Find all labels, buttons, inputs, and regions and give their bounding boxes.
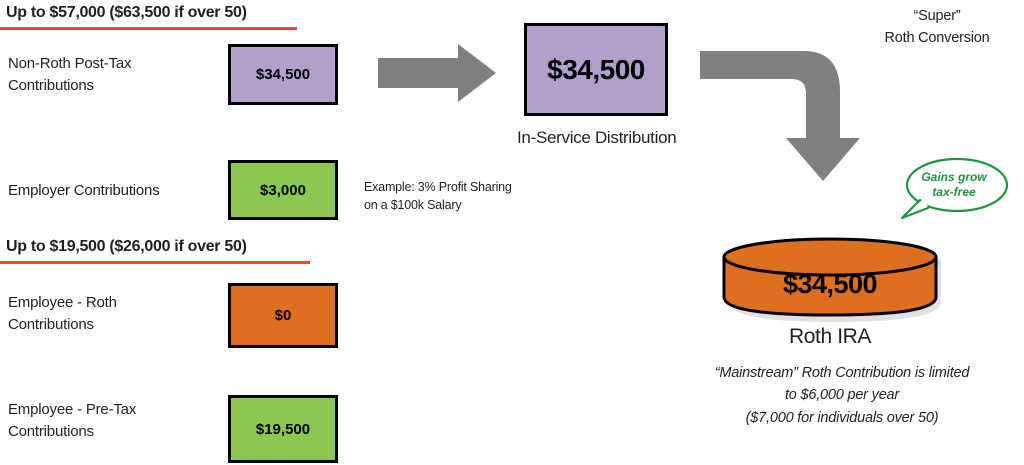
row-label-employee-roth: Employee - Roth Contributions <box>8 292 208 336</box>
arrow-curved-down-icon <box>700 48 860 183</box>
row-label-line1: Employer Contributions <box>8 182 160 199</box>
value-box-non-roth-post-tax[interactable]: $34,500 <box>228 44 338 105</box>
row-label-line1: Employee - Roth <box>8 294 117 311</box>
row-label-line1: Non-Roth Post-Tax <box>8 55 132 72</box>
employer-contribution-note: Example: 3% Profit Sharing on a $100k Sa… <box>364 178 524 214</box>
section-divider-bottom <box>0 261 310 264</box>
speech-bubble-icon: Gains grow tax-free <box>898 156 1010 228</box>
section-label-57000: Up to $57,000 ($63,500 if over 50) <box>6 4 247 21</box>
cylinder-icon[interactable]: $34,500 <box>714 235 946 325</box>
value-box-employee-roth[interactable]: $0 <box>228 283 338 348</box>
row-label-employee-pre-tax: Employee - Pre-Tax Contributions <box>8 399 208 443</box>
roth-ira-label: Roth IRA <box>789 325 871 348</box>
super-roth-conversion-title: “Super” Roth Conversion <box>862 6 1012 50</box>
row-label-line2: Contributions <box>8 422 94 440</box>
value-box-amount: $19,500 <box>255 420 311 438</box>
value-box-employer-contributions[interactable]: $3,000 <box>228 160 338 220</box>
footnote-line1: “Mainstream” Roth Contribution is limite… <box>714 365 970 381</box>
section-divider-top <box>0 27 297 30</box>
section-label-19500: Up to $19,500 ($26,000 if over 50) <box>6 238 247 255</box>
value-box-in-service-distribution[interactable]: $34,500 <box>524 23 668 116</box>
footnote-line2: to $6,000 per year <box>784 387 900 404</box>
footnote-line3: ($7,000 for individuals over 50) <box>745 409 939 426</box>
value-box-amount: $34,500 <box>255 66 311 83</box>
row-label-line2: Contributions <box>8 315 94 333</box>
value-box-amount: $0 <box>274 307 292 324</box>
row-label-line1: Employee - Pre-Tax <box>8 401 137 418</box>
row-label-line2: Contributions <box>8 76 94 94</box>
row-label-non-roth-post-tax: Non-Roth Post-Tax Contributions <box>8 53 208 97</box>
value-box-amount: $34,500 <box>547 53 645 85</box>
in-service-distribution-caption: In-Service Distribution <box>517 128 677 147</box>
value-box-employee-pre-tax[interactable]: $19,500 <box>228 395 338 463</box>
roth-contribution-footnote: “Mainstream” Roth Contribution is limite… <box>664 362 1020 429</box>
super-roth-line1: “Super” <box>913 8 961 24</box>
note-line1: Example: 3% Profit Sharing <box>364 180 512 194</box>
row-label-employer-contributions: Employer Contributions <box>8 180 218 202</box>
note-line2: on a $100k Salary <box>364 198 462 213</box>
arrow-right-icon <box>378 44 502 104</box>
super-roth-line2: Roth Conversion <box>884 29 990 46</box>
value-box-amount: $3,000 <box>260 181 306 199</box>
